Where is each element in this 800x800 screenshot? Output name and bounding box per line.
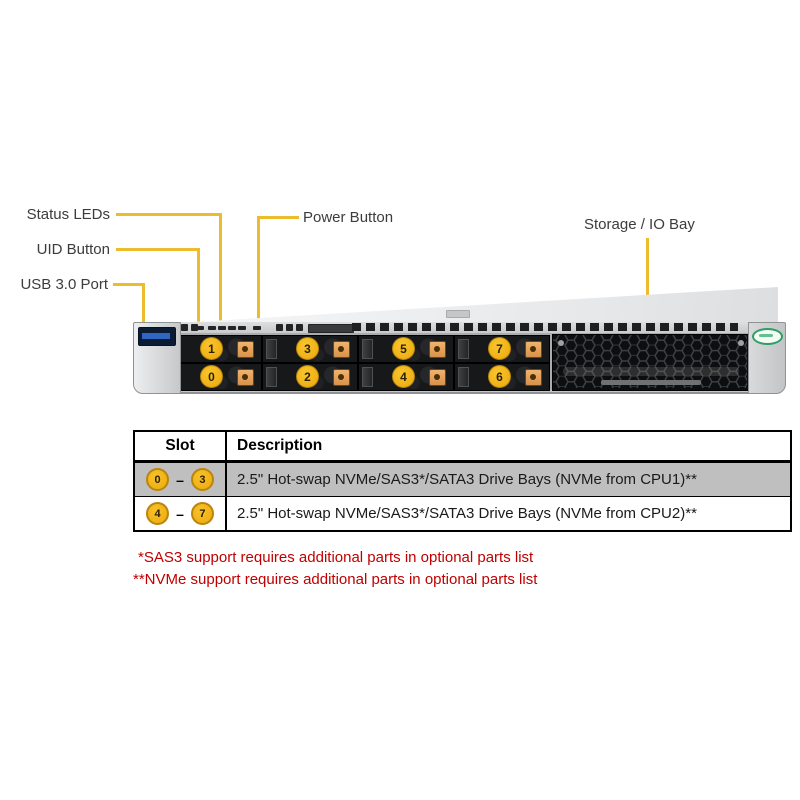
drive-latch-icon — [429, 341, 446, 358]
chassis-top-latch — [446, 310, 470, 318]
screw-icon — [558, 340, 564, 346]
slot-badge: 3 — [190, 468, 214, 491]
drive-tray-4: 4 — [358, 363, 454, 391]
slot-number-badge: 2 — [296, 365, 319, 388]
latch-lock-icon — [434, 346, 440, 352]
drive-latch-icon — [525, 341, 542, 358]
panel-vent-slot — [308, 324, 354, 333]
latch-lock-icon — [530, 374, 536, 380]
range-dash: – — [176, 471, 184, 488]
drive-latch-icon — [333, 341, 350, 358]
label-usb-port: USB 3.0 Port — [20, 276, 108, 293]
bay-handle-shadow — [563, 367, 739, 376]
drive-latch-icon — [333, 369, 350, 386]
power-button-icon — [253, 326, 261, 330]
drive-tray-3: 3 — [262, 335, 358, 363]
bay-handle-bar — [601, 380, 701, 385]
drive-tray-6: 6 — [454, 363, 550, 391]
tray-handle — [458, 367, 469, 387]
panel-port-icon — [181, 324, 188, 331]
table-row: 0 – 3 2.5" Hot-swap NVMe/SAS3*/SATA3 Dri… — [135, 463, 790, 496]
slot-number-badge: 0 — [200, 365, 223, 388]
status-led-icon — [228, 326, 236, 330]
power-line-v — [257, 216, 260, 324]
drive-tray-7: 7 — [454, 335, 550, 363]
usb-line-h — [113, 283, 145, 286]
vent-dashes — [352, 323, 738, 331]
label-storage-io-bay: Storage / IO Bay — [584, 216, 695, 233]
drive-tray-0: 0 — [166, 363, 262, 391]
panel-led-icon — [276, 324, 283, 331]
latch-lock-icon — [338, 346, 344, 352]
slot-number-badge: 7 — [488, 337, 511, 360]
label-status-leds: Status LEDs — [26, 206, 110, 223]
header-slot: Slot — [135, 432, 227, 460]
drive-tray-5: 5 — [358, 335, 454, 363]
right-rack-ear — [748, 322, 786, 394]
brand-logo-icon — [752, 328, 783, 345]
latch-lock-icon — [530, 346, 536, 352]
panel-led-icon — [286, 324, 293, 331]
latch-lock-icon — [242, 346, 248, 352]
table-header-row: Slot Description — [135, 432, 790, 463]
drive-tray-2: 2 — [262, 363, 358, 391]
screw-icon — [738, 340, 744, 346]
slot-number-badge: 4 — [392, 365, 415, 388]
usb3-port-icon — [138, 327, 176, 346]
storage-io-bay — [552, 334, 750, 391]
uid-line-h — [116, 248, 200, 251]
range-dash: – — [176, 505, 184, 522]
status-led-icon — [208, 326, 216, 330]
slot-badge: 0 — [146, 468, 170, 491]
logo-swoosh-icon — [759, 334, 773, 337]
status-led-icon — [238, 326, 246, 330]
storage-line-v — [646, 238, 649, 349]
uid-button-icon — [196, 326, 204, 330]
latch-lock-icon — [434, 374, 440, 380]
status-leds-line-v — [219, 213, 222, 323]
usb-connector-tab — [142, 333, 170, 339]
slot-description-table: Slot Description 0 – 3 2.5" Hot-swap NVM… — [133, 430, 792, 532]
drive-latch-icon — [237, 341, 254, 358]
slot-number-badge: 3 — [296, 337, 319, 360]
slot-range-cell: 0 – 3 — [135, 463, 227, 496]
chassis-top-surface — [160, 287, 778, 324]
panel-port-icon — [191, 324, 198, 331]
power-line-h — [257, 216, 299, 219]
slot-badge: 7 — [190, 502, 214, 525]
slot-range-cell: 4 – 7 — [135, 497, 227, 530]
drive-latch-icon — [525, 369, 542, 386]
status-leds-line-h — [116, 213, 222, 216]
label-power-button: Power Button — [303, 209, 394, 226]
description-cell: 2.5" Hot-swap NVMe/SAS3*/SATA3 Drive Bay… — [237, 471, 697, 488]
slot-number-badge: 6 — [488, 365, 511, 388]
footnote-sas3: *SAS3 support requires additional parts … — [138, 549, 534, 566]
header-description: Description — [237, 437, 323, 454]
tray-handle — [362, 367, 373, 387]
latch-lock-icon — [338, 374, 344, 380]
slot-number-badge: 5 — [392, 337, 415, 360]
slot-badge: 4 — [146, 502, 170, 525]
panel-led-icon — [296, 324, 303, 331]
honeycomb-mesh-icon — [553, 335, 747, 388]
footnote-nvme: **NVMe support requires additional parts… — [133, 571, 538, 588]
tray-handle — [266, 339, 277, 359]
tray-handle — [266, 367, 277, 387]
label-uid-button: UID Button — [36, 241, 110, 258]
status-led-icon — [218, 326, 226, 330]
tray-handle — [362, 339, 373, 359]
drive-latch-icon — [429, 369, 446, 386]
latch-lock-icon — [242, 374, 248, 380]
slot-number-badge: 1 — [200, 337, 223, 360]
description-cell: 2.5" Hot-swap NVMe/SAS3*/SATA3 Drive Bay… — [237, 505, 697, 522]
table-row: 4 – 7 2.5" Hot-swap NVMe/SAS3*/SATA3 Dri… — [135, 496, 790, 530]
left-rack-ear — [133, 322, 181, 394]
drive-latch-icon — [237, 369, 254, 386]
uid-line-v — [197, 248, 200, 323]
tray-handle — [458, 339, 469, 359]
usb-line-v — [142, 283, 145, 329]
